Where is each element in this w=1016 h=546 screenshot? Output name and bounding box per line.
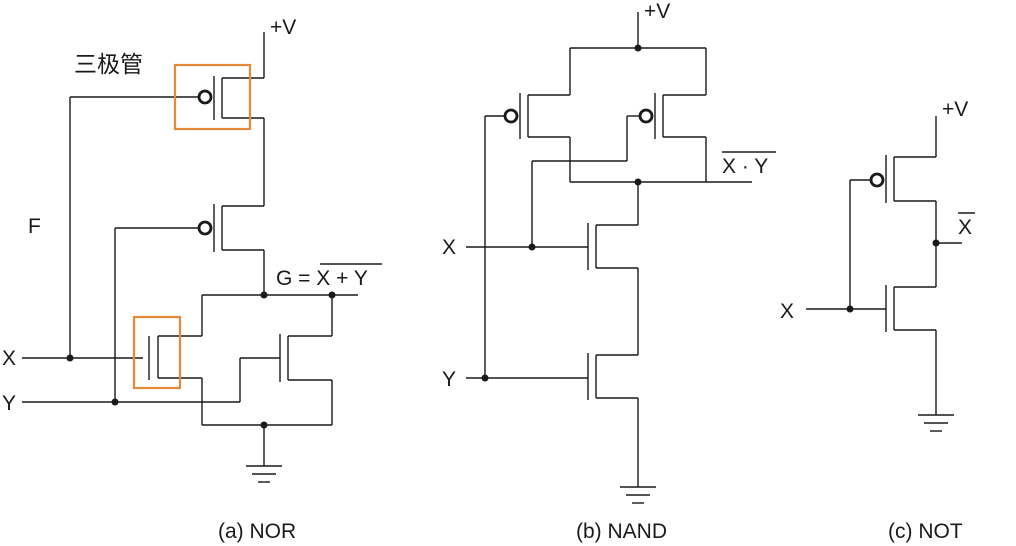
not-x-input-label: X (780, 300, 794, 323)
not-circuit: +V X X ( (780, 98, 975, 543)
nor-annotation-label: 三极管 (74, 51, 143, 77)
nand-supply-node (634, 44, 642, 52)
nand-nmos-y (587, 353, 639, 487)
nor-nmos-y (279, 295, 333, 425)
nand-pmos-right-bubble (638, 108, 654, 124)
nor-y-junction (111, 398, 119, 406)
not-ground-icon (918, 414, 954, 432)
not-caption: (c) NOT (888, 520, 963, 543)
nand-ground-icon (620, 486, 656, 504)
not-supply-label: +V (942, 98, 968, 121)
nand-output-label: X · Y (722, 155, 768, 178)
nor-output-node (260, 291, 268, 299)
nand-x-junction (528, 243, 536, 251)
nand-pmos-left-bubble (503, 108, 519, 124)
not-output-node (932, 239, 940, 247)
nand-circuit: +V X · Y (442, 0, 776, 543)
nor-transistor-highlight-top (173, 63, 252, 131)
nand-y-junction (481, 374, 489, 382)
nand-caption: (b) NAND (576, 520, 667, 543)
nor-g-label: G = X + Y (276, 267, 368, 290)
nor-pmos-top (197, 76, 264, 120)
nor-y-input-label: Y (2, 392, 16, 415)
nor-supply-label: +V (270, 16, 296, 39)
not-pmos (869, 155, 936, 203)
nor-pmos-top-bubble (197, 89, 213, 105)
nand-pmos-right (638, 48, 707, 182)
nor-nmos-x (148, 295, 203, 425)
nor-ground-icon (246, 465, 282, 483)
not-pmos-bubble (869, 172, 885, 188)
nor-pmos-bottom-bubble (197, 220, 213, 236)
nor-x-input-label: X (2, 347, 16, 370)
nand-nmos-x (587, 182, 639, 312)
nand-x-input-label: X (442, 236, 456, 259)
nor-f-label: F (28, 215, 41, 238)
nor-circuit: +V (2, 16, 382, 543)
nor-caption: (a) NOR (218, 520, 296, 543)
nor-transistor-highlight-bottom (132, 315, 182, 390)
nand-pmos-left (503, 48, 571, 182)
not-x-junction (846, 305, 854, 313)
nand-y-input-label: Y (442, 368, 456, 391)
not-output-label: X (958, 216, 972, 239)
nor-pmos-bottom (197, 204, 264, 252)
nand-supply-label: +V (644, 0, 670, 23)
nor-x-junction (66, 354, 74, 362)
not-nmos (885, 285, 937, 415)
